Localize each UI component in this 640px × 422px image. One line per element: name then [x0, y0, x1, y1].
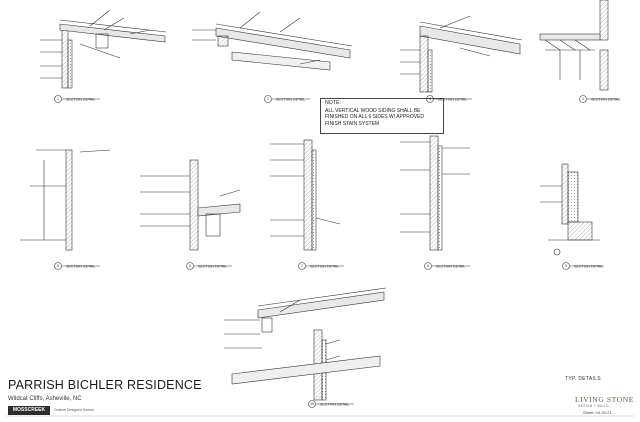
sheet-number: Sheet: 04-30-21: [583, 410, 612, 415]
detail-9-callout: [562, 262, 604, 270]
detail-7-drawing: [270, 139, 341, 251]
note-text: ALL VERTICAL WOOD SIDING SHALL BE FINISH…: [325, 108, 425, 127]
detail-4-drawing: [539, 0, 609, 91]
detail-7-callout: [298, 262, 344, 270]
note-title: NOTE:: [325, 100, 341, 106]
project-location: Wildcat Cliffs, Asheville, NC: [8, 396, 82, 402]
detail-10-callout: [308, 400, 354, 408]
detail-9-drawing: [540, 163, 600, 256]
mosscreek-logo: MOSSCREEK: [8, 406, 50, 415]
project-title: PARRISH BICHLER RESIDENCE: [8, 378, 202, 392]
detail-1-drawing: [40, 9, 167, 89]
detail-6-callout: [186, 262, 232, 270]
detail-5-drawing: [20, 149, 111, 251]
detail-2-drawing: [192, 11, 353, 71]
detail-10-drawing: [224, 287, 387, 401]
detail-3-drawing: [400, 15, 523, 93]
detail-3-callout: [426, 95, 472, 103]
detail-4-callout: [579, 95, 620, 103]
brand-name: LIVING STONE: [575, 395, 634, 404]
detail-1-callout: [54, 95, 100, 103]
brand-tagline: DESIGN + BUILD: [578, 404, 609, 408]
detail-8-callout: [424, 262, 470, 270]
detail-8-drawing: [400, 135, 470, 251]
logo-tagline: Custom Designed Homes: [54, 408, 94, 412]
detail-5-callout: [54, 262, 100, 270]
note-box: [320, 98, 444, 134]
sheet-title: TYP. DETAILS: [565, 376, 601, 382]
detail-2-callout: [264, 95, 310, 103]
detail-6-drawing: [140, 159, 241, 251]
